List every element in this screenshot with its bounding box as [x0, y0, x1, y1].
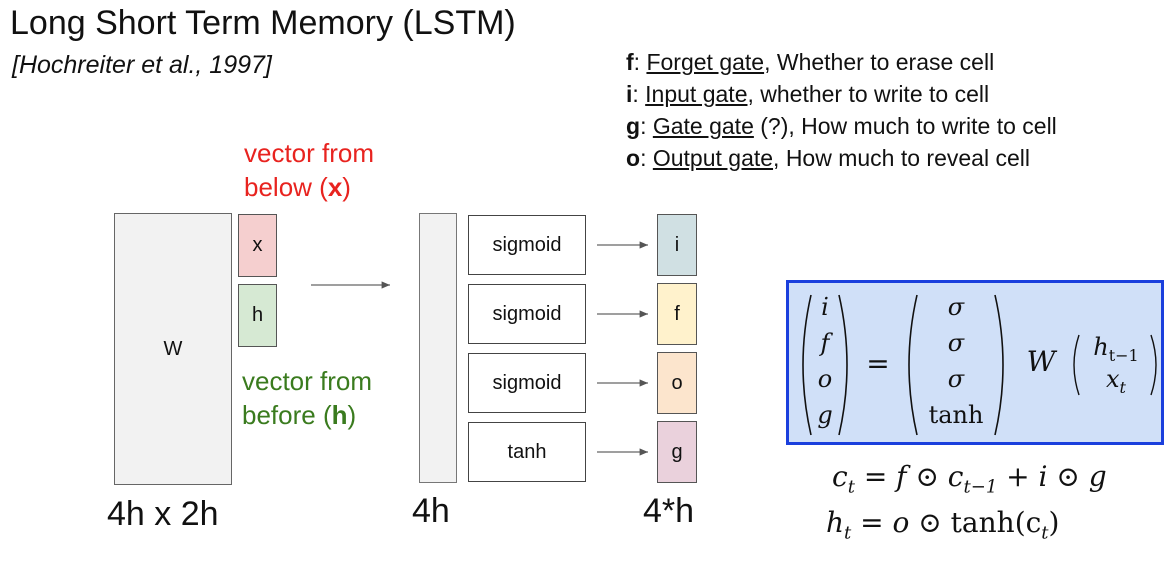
input-vector-label: x — [252, 234, 263, 256]
vector-from-below-label: vector from below (x) — [244, 138, 375, 202]
gate-legend: f: Forget gate, Whether to erase cell i:… — [626, 46, 1057, 174]
input-vector-x: x — [238, 214, 277, 277]
equation-w: W — [1026, 345, 1056, 378]
dimension-label-w: 4h x 2h — [107, 495, 219, 533]
activation-box-sigmoid: sigmoid — [468, 353, 586, 413]
gate-preactivation-vector — [419, 213, 457, 483]
activation-box-sigmoid: sigmoid — [468, 215, 586, 275]
gate-legend-item: f: Forget gate, Whether to erase cell — [626, 49, 995, 75]
output-gate-f: f — [657, 283, 697, 345]
hidden-vector-h: h — [238, 284, 277, 347]
lhs-entry: o — [817, 365, 833, 393]
gate-legend-item: g: Gate gate (?), How much to write to c… — [626, 113, 1057, 139]
gate-legend-item: i: Input gate, whether to write to cell — [626, 81, 990, 107]
output-gate-o: o — [657, 352, 697, 414]
gate-legend-item: o: Output gate, How much to reveal cell — [626, 145, 1030, 171]
equation-brackets — [802, 294, 1157, 436]
hidden-vector-label: h — [251, 304, 264, 326]
page-title: Long Short Term Memory (LSTM) — [10, 4, 516, 42]
dimension-label-output: 4*h — [643, 492, 695, 530]
rhs-entry: σ — [947, 329, 965, 357]
activation-box-tanh: tanh — [468, 422, 586, 482]
output-gate-g: g — [657, 421, 697, 483]
citation: [Hochreiter et al., 1997] — [12, 51, 272, 79]
output-gate-i: i — [657, 214, 697, 276]
lhs-entry: i — [821, 293, 829, 321]
lstm-gate-equation: i f o g = σ σ σ tanh W ht−1 xt — [786, 280, 1164, 445]
rhs-entry: σ — [947, 293, 965, 321]
weight-matrix-w: W — [114, 213, 232, 485]
vector-entry-x: xt — [1106, 365, 1126, 397]
vector-entry-h: ht−1 — [1093, 333, 1139, 365]
rhs-entry: σ — [947, 365, 965, 393]
activation-box-sigmoid: sigmoid — [468, 284, 586, 344]
weight-matrix-label: W — [163, 337, 183, 360]
hidden-update-equation: ht = o ⊙ tanh(ct) — [826, 506, 1060, 544]
lhs-entry: g — [817, 401, 833, 429]
lhs-entry: f — [820, 329, 830, 357]
dimension-label-vector: 4h — [412, 492, 450, 530]
rhs-entry: tanh — [928, 401, 984, 429]
vector-from-before-label: vector from before (h) — [242, 366, 373, 430]
cell-update-equation: ct = f ⊙ ct−1 + i ⊙ g — [832, 460, 1107, 498]
equals-sign: = — [866, 347, 890, 380]
